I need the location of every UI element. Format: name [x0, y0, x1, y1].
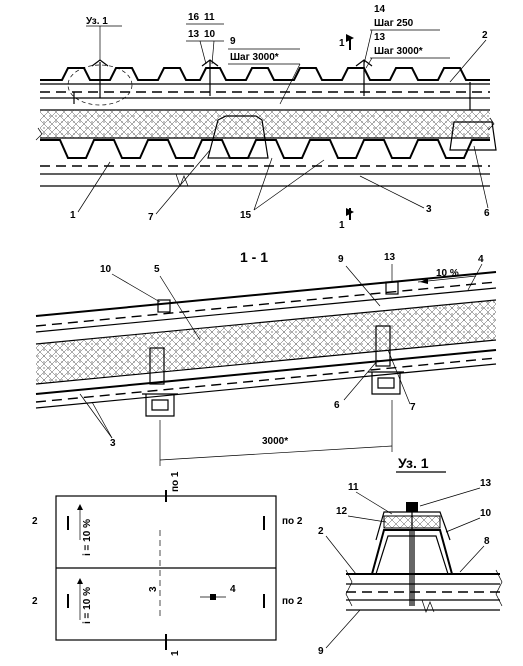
- roof-plan: 2 2 по 2 по 2 по 1 1 i = 10 % i = 10 % 3…: [32, 471, 303, 656]
- label-2: 2: [482, 30, 488, 41]
- plan-label-po1: по 1: [170, 471, 181, 492]
- section-1-1-title: 1 - 1: [240, 249, 268, 265]
- top-section: 1 1 Уз. 1 16 11 13 10 9 Шаг 3000* 14 Шаг…: [35, 4, 497, 231]
- label-16: 16: [188, 12, 200, 23]
- n-label-10: 10: [480, 508, 492, 519]
- label-11: 11: [204, 12, 215, 23]
- bracket-left: [149, 347, 165, 385]
- n-label-13: 13: [480, 478, 492, 489]
- node-1-title: Уз. 1: [398, 455, 429, 471]
- s-label-5: 5: [154, 264, 160, 275]
- section-1-1: 1 - 1 10 % 3000* 10 5 9: [35, 249, 497, 466]
- plan-label-2-bottom: 2: [32, 596, 38, 607]
- label-13b: 13: [374, 32, 386, 43]
- top-corrugated-sheet: [40, 67, 490, 81]
- cut-label-bottom: 1: [339, 220, 345, 231]
- label-10: 10: [204, 29, 216, 40]
- cut-label-top: 1: [339, 38, 345, 49]
- node-bolt-head: [406, 502, 418, 512]
- purlin-left: [142, 393, 178, 417]
- s-label-6: 6: [334, 400, 340, 411]
- purlin-right: [368, 371, 404, 395]
- plan-label-po2-top: по 2: [282, 516, 303, 527]
- plan-slope-lower: i = 10 %: [82, 587, 93, 624]
- label-1: 1: [70, 210, 76, 221]
- fastener-left: [157, 299, 171, 313]
- bracket-right: [375, 325, 391, 367]
- n-label-2: 2: [318, 526, 324, 537]
- label-7: 7: [148, 212, 154, 223]
- span-dimension-line: [159, 445, 393, 461]
- s-label-13: 13: [384, 252, 396, 263]
- n-label-8: 8: [484, 536, 490, 547]
- node-1-callout: [67, 64, 133, 106]
- plan-label-2-top: 2: [32, 516, 38, 527]
- n-label-11: 11: [348, 482, 359, 493]
- pitch-250-label: Шаг 250: [374, 18, 414, 29]
- pitch-3000-label: Шаг 3000*: [230, 52, 279, 63]
- plan-label-po2-bottom: по 2: [282, 596, 303, 607]
- plan-label-4: 4: [230, 584, 236, 595]
- span-label: 3000*: [262, 436, 288, 447]
- purlin-bracket: [207, 115, 269, 159]
- n-label-12: 12: [336, 506, 348, 517]
- s-label-10: 10: [100, 264, 112, 275]
- s-label-3: 3: [110, 438, 116, 449]
- pitch-3000b-label: Шаг 3000*: [374, 46, 423, 57]
- s-label-4: 4: [478, 254, 484, 265]
- label-6: 6: [484, 208, 490, 219]
- plan-label-3: 3: [148, 586, 159, 592]
- slope-label: 10 %: [436, 268, 459, 279]
- sloped-top-sheet: [35, 271, 497, 317]
- node-ref-label: Уз. 1: [86, 16, 108, 27]
- s-label-7: 7: [410, 402, 416, 413]
- label-15: 15: [240, 210, 252, 221]
- label-14: 14: [374, 4, 386, 15]
- plan-label-1: 1: [170, 650, 181, 656]
- node-1-detail: Уз. 1 11 13 12 10 2 8 9: [318, 455, 503, 657]
- label-3: 3: [426, 204, 432, 215]
- label-13: 13: [188, 29, 200, 40]
- plan-slope-upper: i = 10 %: [82, 519, 93, 556]
- s-label-9: 9: [338, 254, 344, 265]
- n-label-9: 9: [318, 646, 324, 657]
- bottom-corrugated-sheet: [40, 139, 490, 159]
- label-9: 9: [230, 36, 236, 47]
